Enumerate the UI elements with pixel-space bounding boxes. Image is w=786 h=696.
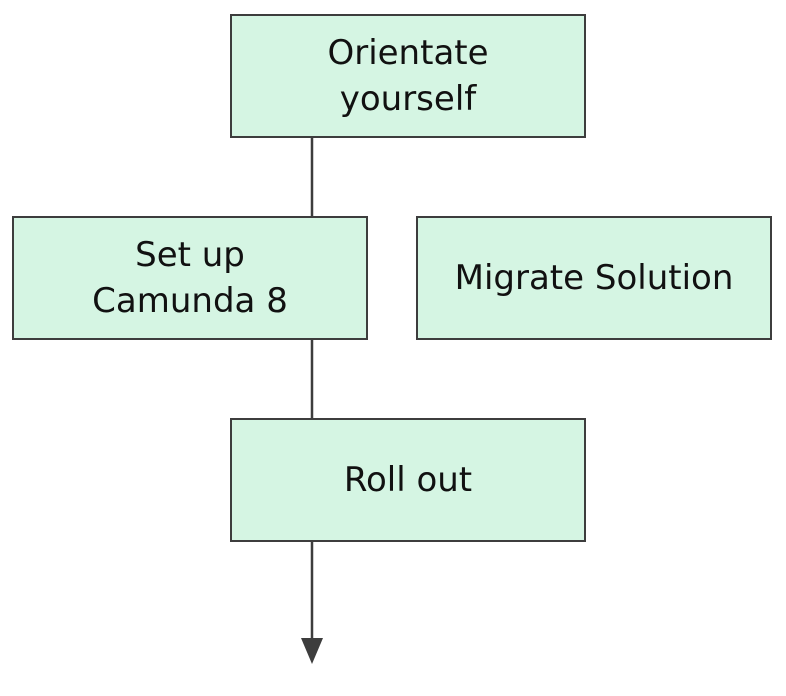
step-orientate-yourself: Orientate yourself — [230, 14, 586, 138]
step-set-up-camunda-8-label: Set up Camunda 8 — [92, 235, 288, 321]
step-roll-out: Roll out — [230, 418, 586, 542]
step-migrate-solution: Migrate Solution — [416, 216, 772, 340]
step-orientate-yourself-label: Orientate yourself — [327, 33, 489, 119]
arrowhead-down-icon — [301, 638, 323, 664]
step-set-up-camunda-8: Set up Camunda 8 — [12, 216, 368, 340]
step-migrate-solution-label: Migrate Solution — [454, 258, 734, 298]
step-roll-out-label: Roll out — [343, 460, 473, 500]
